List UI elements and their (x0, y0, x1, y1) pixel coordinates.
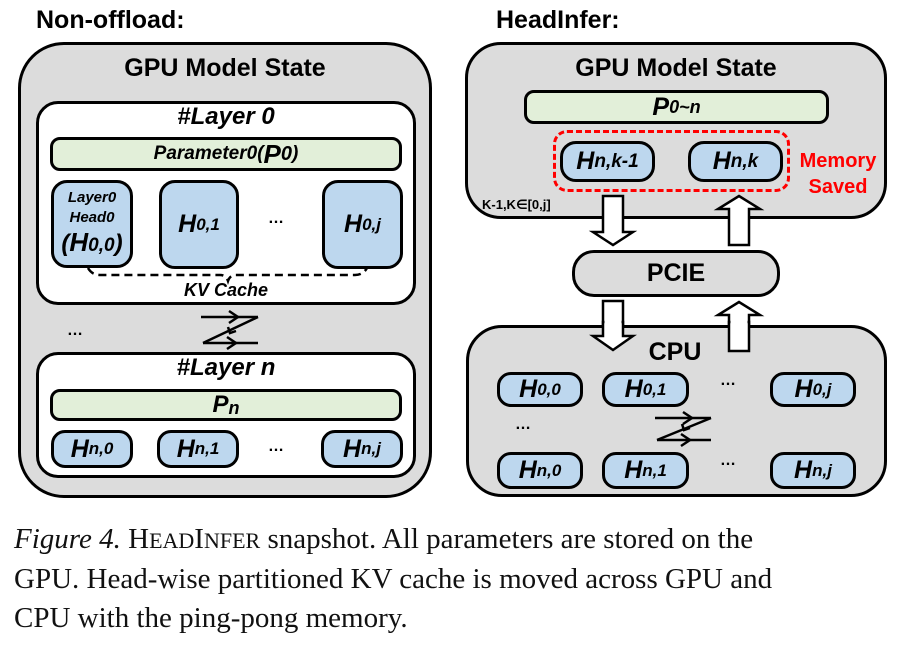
head-main: H (178, 210, 197, 238)
caption-figure-label: Figure 4. (14, 523, 121, 555)
layer0-title: #Layer 0 (177, 103, 275, 130)
memory-saved-label: Memory Saved (793, 148, 883, 200)
head-sub: 0,j (362, 214, 381, 234)
head-sub: 0,1 (642, 379, 667, 399)
head-main: H (70, 434, 89, 463)
head-main: H (176, 434, 195, 463)
pcie-box: PCIE (572, 250, 780, 297)
head0-sub: 0,0 (88, 234, 115, 256)
cpu-rows-ellipsis: … (515, 416, 531, 433)
layer0-param-sub: 0 (280, 142, 292, 165)
head-main: H (518, 456, 537, 484)
pcie-label: PCIE (646, 259, 706, 287)
kv-cache-label: KV Cache (183, 280, 269, 300)
layer0-param-main: P (263, 138, 281, 169)
head-sub: 0,1 (196, 214, 220, 234)
head0-open: ( (61, 229, 70, 257)
caption-line2: GPU. Head-wise partitioned KV cache is m… (14, 563, 773, 595)
layern-param-sub: n (228, 397, 240, 418)
layer0-param-prefix: Parameter0( (153, 143, 264, 164)
head0-main: H (69, 226, 89, 257)
param-main: P (652, 92, 670, 121)
caption-method-name: HEADINFER (128, 523, 261, 555)
head0-line1: Layer0 (67, 188, 117, 206)
layer0-param-suffix: ) (291, 143, 299, 164)
head-main: H (794, 456, 813, 484)
non-offload-title: Non-offload: (36, 6, 185, 34)
head-sub: n,1 (194, 439, 220, 458)
head-sub: n,0 (88, 439, 114, 458)
head-sub: n,j (812, 460, 832, 480)
layern-ellipsis: … (268, 438, 284, 455)
layern-param-main: P (212, 391, 229, 418)
left-gpu-model-state-title: GPU Model State (124, 54, 326, 82)
head-sub: 0,j (812, 379, 832, 399)
head0-close: ) (114, 229, 123, 257)
cpu-row0-ellipsis: … (720, 372, 736, 389)
memory-saved-line2: Saved (808, 176, 868, 198)
head-sub: n,0 (536, 460, 562, 480)
head-sub: n,k (730, 150, 759, 172)
right-gpu-model-state-title: GPU Model State (575, 54, 777, 82)
caption-line1-rest: snapshot. All parameters are stored on t… (260, 523, 754, 555)
head-sub: n,j (361, 439, 381, 458)
head-sub: 0,0 (537, 379, 561, 399)
arrow-up-pcie-to-gpu-icon (713, 194, 765, 247)
head0-line2: Head0 (69, 208, 115, 226)
head-main: H (519, 375, 538, 403)
memory-saved-line1: Memory (799, 150, 877, 172)
caption-line3: CPU with the ping-pong memory. (14, 602, 408, 634)
head-main: H (624, 456, 643, 484)
head-main: H (343, 434, 362, 463)
layer0-ellipsis: … (268, 210, 284, 227)
arrow-down-gpu-to-pcie-icon (588, 194, 638, 247)
head-main: H (344, 210, 363, 238)
layer0-head0-box: Layer0 Head0 (H0,0) (51, 180, 133, 268)
head-main: H (624, 375, 643, 403)
headinfer-title: HeadInfer: (496, 6, 620, 34)
layers-ellipsis: … (67, 322, 83, 339)
param-sub: 0~n (669, 96, 701, 117)
cpu-rown-ellipsis: … (720, 452, 736, 469)
head-sub: n,k-1 (594, 150, 639, 172)
layern-title: #Layer n (176, 354, 276, 381)
head-sub: n,1 (642, 460, 667, 480)
cpu-title: CPU (648, 338, 702, 366)
head-main: H (576, 147, 595, 175)
head-main: H (712, 147, 731, 175)
memory-saved-region (553, 130, 790, 192)
head-main: H (794, 375, 813, 403)
range-note: K-1,K∈[0,j] (482, 197, 551, 212)
figure-caption: Figure 4. HEADINFER snapshot. All parame… (14, 520, 894, 638)
